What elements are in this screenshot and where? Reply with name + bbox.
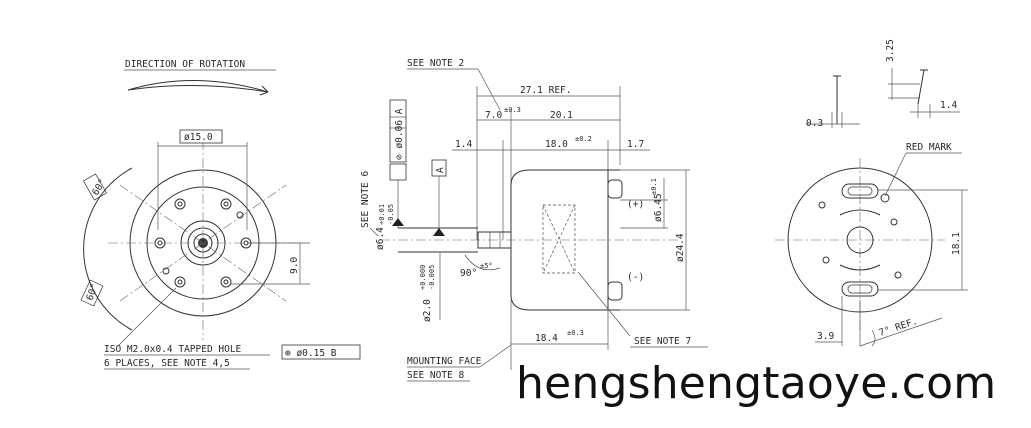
see-note-2-label: SEE NOTE 2 [407, 58, 464, 69]
hole-note-line2: 6 PLACES, SEE NOTE 4,5 [104, 358, 230, 369]
dim-18-4-label: 18.4 [535, 333, 558, 344]
angle-90-tol: ±5° [480, 262, 493, 270]
angle-90-label: 90° [460, 268, 477, 279]
shaft2-tol-up: +0.000 [419, 265, 427, 290]
dim-3-9-label: 3.9 [817, 331, 834, 342]
watermark-text: hengshengtaoye.com [516, 358, 997, 409]
shaft-dia-label: ø6.4 [375, 227, 386, 250]
terminal-minus-label: (-) [627, 272, 644, 283]
datum-a-label: A [435, 167, 446, 173]
angle-ref-label: 7° REF. [878, 316, 919, 339]
dim-18-tol: ±0.2 [575, 135, 592, 143]
dim-7-tol: ±0.3 [504, 106, 521, 114]
rotation-arrow [127, 79, 269, 96]
dim-6-45-tol: ±0.1 [650, 178, 658, 195]
front-view: DIRECTION OF ROTATION [80, 59, 361, 370]
dim-1-7-label: 1.7 [627, 139, 644, 150]
dim-18-4-tol: ±0.3 [567, 329, 584, 337]
mounting-face-line1: MOUNTING FACE [407, 356, 482, 367]
shaft-tol-up: +0.01 [378, 204, 386, 225]
side-view: SEE NOTE 2 27.1 REF. 7.0 ±0.3 20.1 1.4 1… [360, 58, 708, 382]
shaft2-tol-down: -0.005 [428, 265, 436, 290]
dim-18-label: 18.0 [545, 139, 568, 150]
terminal-plus-shape [607, 179, 623, 199]
runout-label: ⊘ ø0.06 A [394, 108, 405, 160]
ref-length-label: 27.1 REF. [520, 85, 571, 96]
dim-1-4-label: 1.4 [455, 139, 472, 150]
dia-15-label: ø15.0 [184, 132, 213, 143]
dim-20-label: 20.1 [550, 110, 573, 121]
rear-view: 0.3 3.25 1.4 RED MARK 18. [775, 39, 968, 347]
rotation-label: DIRECTION OF ROTATION [125, 59, 245, 70]
red-mark-label: RED MARK [906, 142, 952, 153]
dim-6-45-label: ø6.45 [653, 193, 664, 222]
dim-24-4-label: ø24.4 [675, 233, 686, 262]
hole-note-line1: ISO M2.0x0.4 TAPPED HOLE [104, 344, 242, 355]
terminal-plus-label: (+) [627, 199, 644, 210]
see-note-7-label: SEE NOTE 7 [634, 336, 691, 347]
flange-arc [83, 167, 133, 331]
dim-9-label: 9.0 [289, 257, 300, 274]
shaft-tol-down: -0.05 [387, 204, 395, 225]
see-note-6-label: SEE NOTE 6 [360, 171, 371, 228]
dim-1-4-rear-label: 1.4 [940, 100, 957, 111]
terminal-minus-shape [607, 281, 623, 301]
dim-18-1-label: 18.1 [951, 232, 962, 255]
motor-body-side [510, 169, 609, 311]
tolerance-box-label: ⊕ ø0.15 B [285, 348, 337, 359]
dim-7-label: 7.0 [485, 110, 502, 121]
mounting-face-line2: SEE NOTE 8 [407, 370, 464, 381]
tapped-holes [154, 198, 252, 288]
shaft2-label: ø2.0 [422, 299, 433, 322]
dim-3-25-label: 3.25 [885, 39, 896, 62]
dim-0-3-label: 0.3 [806, 118, 823, 129]
